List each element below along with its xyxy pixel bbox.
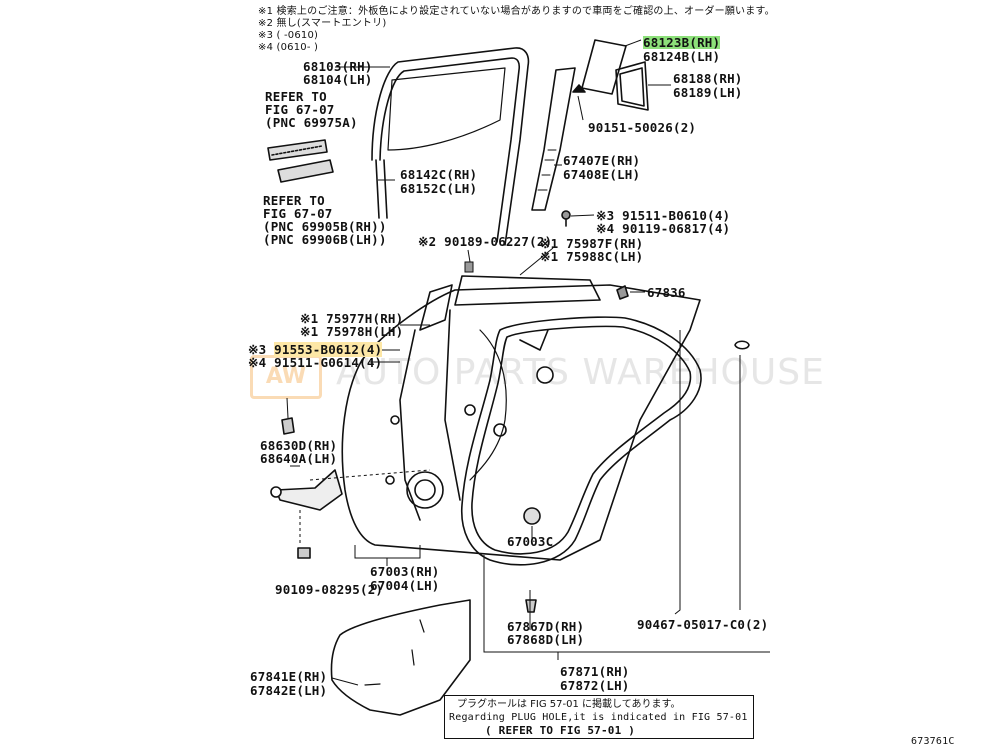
door-check bbox=[275, 469, 343, 511]
part-91553-b0612[interactable]: ※3 91553-B0612(4) bbox=[248, 342, 383, 357]
part-90109-08295[interactable]: 90109-08295(2) bbox=[275, 582, 384, 597]
part-90151[interactable]: 90151-50026(2) bbox=[588, 120, 697, 135]
refer-69906b-line4[interactable]: (PNC 69906B(LH)) bbox=[263, 232, 387, 247]
part-75978h[interactable]: ※1 75978H(LH) bbox=[300, 324, 404, 339]
part-67407e[interactable]: 67407E(RH) bbox=[563, 153, 641, 168]
watermark-text: AUTO PARTS WAREHOUSE bbox=[336, 352, 825, 393]
part-91511-b0610[interactable]: ※3 91511-B0610(4) bbox=[596, 208, 731, 223]
part-67003c[interactable]: 67003C bbox=[507, 534, 554, 549]
part-67836[interactable]: 67836 bbox=[647, 285, 686, 300]
part-75987f[interactable]: ※1 75987F(RH) bbox=[540, 236, 644, 251]
refbox-refer-link[interactable]: ( REFER TO FIG 57-01 ) bbox=[485, 724, 636, 737]
quarter-weatherstrip bbox=[615, 61, 649, 111]
bolt-67867d bbox=[525, 599, 537, 613]
part-67841e[interactable]: 67841E(RH) bbox=[250, 669, 328, 684]
part-67003[interactable]: 67003(RH) bbox=[370, 564, 440, 579]
part-90467-05017-c0[interactable]: 90467-05017-C0(2) bbox=[637, 617, 769, 632]
refer-69905b-line2: FIG 67-07 bbox=[263, 206, 333, 221]
door-shell-window-frame bbox=[454, 275, 601, 306]
part-75977h[interactable]: ※1 75977H(RH) bbox=[300, 311, 404, 326]
part-68124b[interactable]: 68124B(LH) bbox=[643, 49, 721, 64]
quarter-glass bbox=[581, 39, 627, 95]
bolt-91553 bbox=[281, 417, 295, 435]
grommet-67003c bbox=[523, 507, 541, 525]
part-91511-g0614[interactable]: ※4 91511-G0614(4) bbox=[248, 355, 383, 370]
part-68104[interactable]: 68104(LH) bbox=[303, 72, 373, 87]
part-67004[interactable]: 67004(LH) bbox=[370, 578, 440, 593]
refbox-line-jp: プラグホールは FIG 57-01 に掲載してあります。 bbox=[457, 699, 681, 710]
part-67408e[interactable]: 67408E(LH) bbox=[563, 167, 641, 182]
part-91553-note: ※3 bbox=[248, 342, 275, 357]
part-68103[interactable]: 68103(RH) bbox=[303, 59, 373, 74]
clip-90189 bbox=[464, 261, 474, 273]
refer-69905b-line3[interactable]: (PNC 69905B(RH)) bbox=[263, 219, 387, 234]
refer-69975a-line3[interactable]: (PNC 69975A) bbox=[265, 115, 358, 130]
garnish-strip-lower bbox=[277, 159, 334, 183]
door-weatherstrip bbox=[460, 316, 702, 566]
part-91553-number[interactable]: 91553-B0612(4) bbox=[274, 342, 383, 357]
part-68188[interactable]: 68188(RH) bbox=[673, 71, 743, 86]
plug-90467 bbox=[734, 340, 750, 350]
refer-69975a-line2: FIG 67-07 bbox=[265, 102, 335, 117]
door-frame-inner bbox=[379, 57, 521, 243]
clip-67836 bbox=[616, 285, 629, 300]
part-68640a[interactable]: 68640A(LH) bbox=[260, 451, 338, 466]
door-frame-upper bbox=[371, 47, 530, 246]
note-4: ※4 (0610- ) bbox=[258, 42, 319, 53]
refbox-line-en: Regarding PLUG HOLE,it is indicated in F… bbox=[449, 712, 748, 723]
hole-cover bbox=[330, 599, 471, 716]
part-90119-06817[interactable]: ※4 90119-06817(4) bbox=[596, 221, 731, 236]
part-68142c[interactable]: 68142C(RH) bbox=[400, 167, 478, 182]
part-68123b[interactable]: 68123B(RH) bbox=[643, 35, 721, 50]
bolt-90109 bbox=[297, 547, 311, 559]
part-68152c[interactable]: 68152C(LH) bbox=[400, 181, 478, 196]
refer-69975a-line1: REFER TO bbox=[265, 89, 327, 104]
note-1: ※1 検索上のご注意：外板色により設定されていない場合がありますので車両をご確認… bbox=[258, 6, 775, 17]
division-bar bbox=[531, 67, 576, 211]
plug-hole-reference-box: プラグホールは FIG 57-01 に掲載してあります。 Regarding P… bbox=[444, 695, 754, 739]
part-68189[interactable]: 68189(LH) bbox=[673, 85, 743, 100]
door-glass bbox=[387, 67, 506, 151]
figure-code: 673761C bbox=[911, 736, 955, 747]
note-3: ※3 ( -0610) bbox=[258, 30, 319, 41]
bolt-91511 bbox=[561, 210, 571, 220]
part-68630d[interactable]: 68630D(RH) bbox=[260, 438, 338, 453]
part-67868d[interactable]: 67868D(LH) bbox=[507, 632, 585, 647]
door-shell-outer bbox=[341, 284, 701, 561]
refer-69905b-line1: REFER TO bbox=[263, 193, 325, 208]
part-67872[interactable]: 67872(LH) bbox=[560, 678, 630, 693]
part-75988c[interactable]: ※1 75988C(LH) bbox=[540, 249, 644, 264]
screw-90151 bbox=[572, 84, 586, 93]
part-90189-06227[interactable]: ※2 90189-06227(2) bbox=[418, 234, 553, 249]
part-67867d[interactable]: 67867D(RH) bbox=[507, 619, 585, 634]
note-2: ※2 無し(スマートエントリ) bbox=[258, 18, 387, 29]
part-67842e[interactable]: 67842E(LH) bbox=[250, 683, 328, 698]
part-67871[interactable]: 67871(RH) bbox=[560, 664, 630, 679]
